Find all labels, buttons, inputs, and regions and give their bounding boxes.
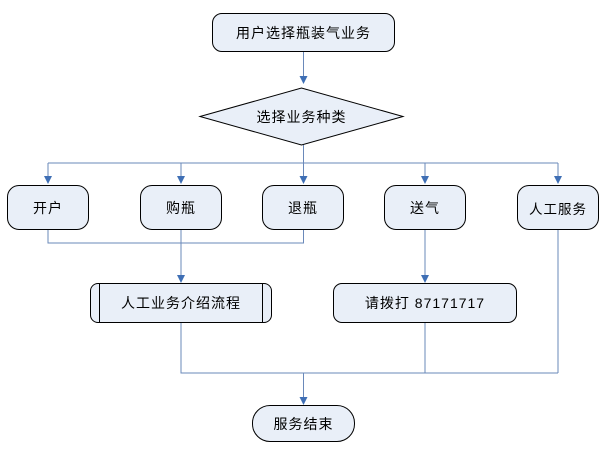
- connector-options-to-intro: [47, 230, 304, 283]
- connector-start-to-decision: [299, 52, 308, 84]
- node-option-open-account: 开户: [7, 185, 89, 230]
- node-option-label: 退瓶: [288, 199, 318, 216]
- node-decision: 选择业务种类: [200, 88, 403, 145]
- predefined-process-bar-left: [99, 284, 100, 322]
- node-decision-label: 选择业务种类: [256, 108, 347, 125]
- node-option-gas-delivery: 送气: [384, 185, 466, 230]
- node-option-buy-bottle: 购瓶: [140, 185, 222, 230]
- node-option-return-bottle: 退瓶: [262, 185, 344, 230]
- node-option-label: 人工服务: [529, 201, 587, 217]
- predefined-process-bar-right: [262, 284, 263, 322]
- connector-merge-to-end: [180, 323, 558, 405]
- node-call-label: 请拨打 87171717: [364, 295, 486, 311]
- node-end: 服务结束: [252, 405, 355, 442]
- node-start-label: 用户选择瓶装气业务: [236, 24, 371, 41]
- node-option-label: 开户: [33, 199, 63, 216]
- node-option-agent-service: 人工服务: [517, 185, 599, 230]
- node-start: 用户选择瓶装气业务: [212, 13, 395, 52]
- connector-decision-to-branches: [44, 145, 562, 184]
- node-intro-process: 人工业务介绍流程: [90, 283, 272, 323]
- node-option-label: 购瓶: [166, 199, 196, 216]
- node-end-label: 服务结束: [273, 415, 334, 432]
- connector-delivery-to-call: [421, 230, 429, 283]
- decision-diamond-shape: [198, 87, 405, 146]
- node-call-number: 请拨打 87171717: [333, 283, 517, 323]
- node-option-label: 送气: [410, 199, 440, 216]
- node-intro-label: 人工业务介绍流程: [121, 295, 241, 311]
